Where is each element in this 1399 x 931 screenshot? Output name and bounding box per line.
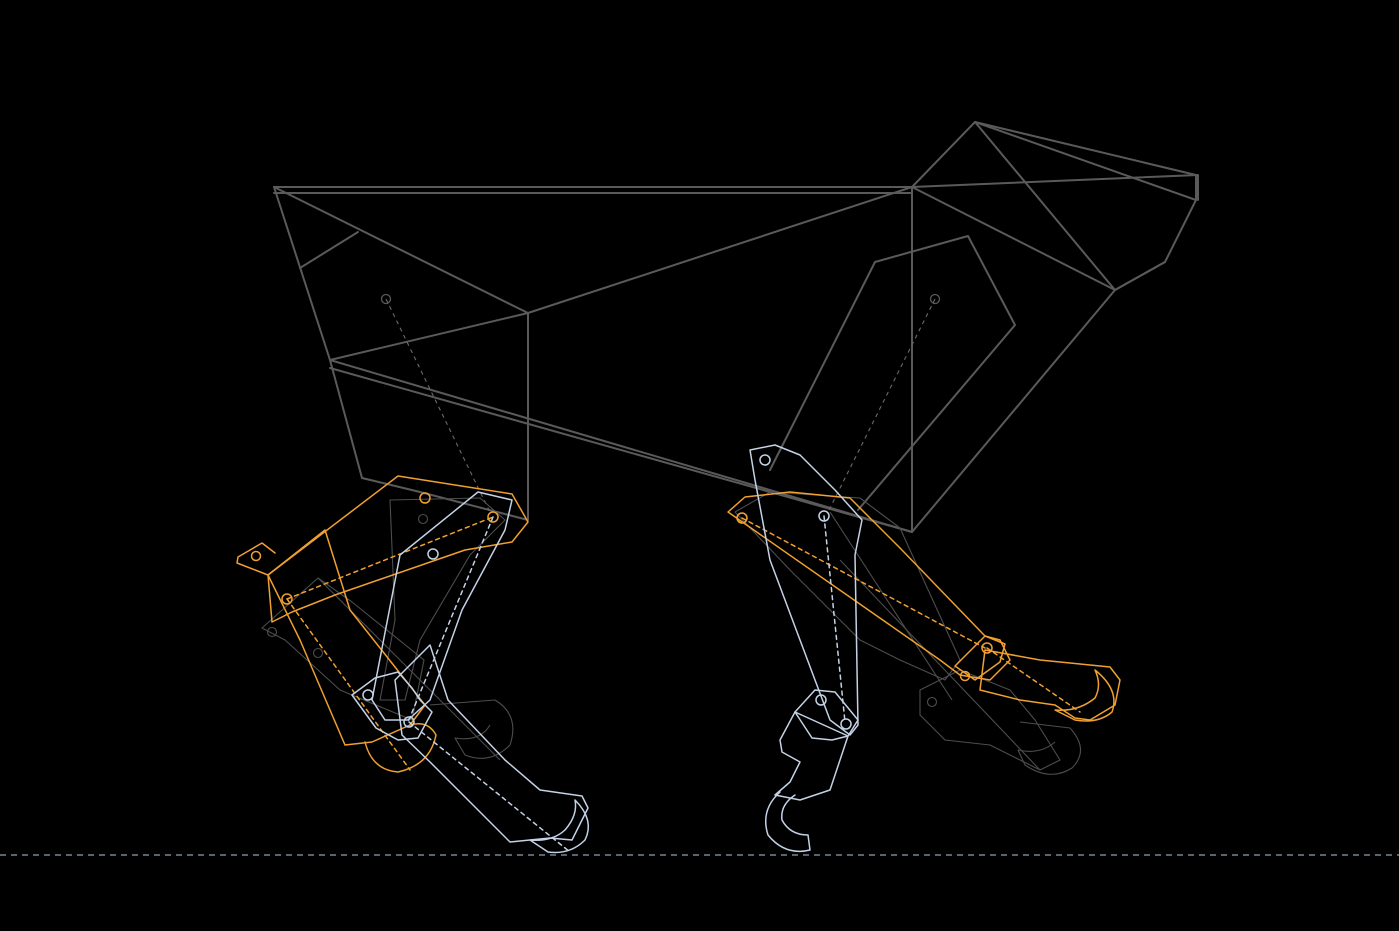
- blue-rear-shin-dash: [408, 721, 571, 853]
- blue-front-knee-joint: [815, 694, 827, 706]
- orange-legs: [236, 475, 1121, 773]
- hip-dash-lines: [385, 298, 936, 513]
- blue-rear-ankle-joint: [403, 716, 415, 728]
- rear-hip-dash: [385, 298, 491, 513]
- blue-front-thigh: [749, 444, 863, 736]
- rear-hip-joint: [380, 293, 392, 305]
- front-hip-joint: [929, 293, 941, 305]
- orange-rear-bracket-joint: [250, 550, 262, 562]
- orange-front-shin-dash: [986, 647, 1081, 713]
- orange-rear-knee-joint: [487, 511, 499, 523]
- ghost-rear-mid-joint: [312, 647, 324, 659]
- blue-front-hip-joint: [759, 454, 771, 466]
- head-lower-edge: [911, 186, 1166, 291]
- orange-front-knee-joint: [981, 642, 993, 654]
- front-hip-outline: [769, 235, 1016, 511]
- body-belly-diagonal: [329, 312, 529, 361]
- ghost-rear-upper-joint: [417, 513, 429, 525]
- ghost-front-brace: [829, 511, 953, 701]
- orange-rear-thigh: [267, 475, 529, 623]
- orange-rear-foot: [364, 723, 437, 773]
- blue-front-mid-joint: [818, 510, 830, 522]
- blue-front-shin-bracket: [794, 689, 859, 741]
- ghost-rear-thigh: [261, 577, 425, 721]
- ghost-front-shin: [919, 669, 1061, 771]
- orange-rear-upper-joint: [419, 492, 431, 504]
- ghost-front-foot: [1017, 721, 1082, 775]
- hip-joints: [380, 293, 941, 305]
- blue-legs: [351, 444, 863, 854]
- ghost-front-ankle-joint: [926, 696, 938, 708]
- robot-body: [273, 121, 1199, 533]
- blue-front-ankle-joint: [840, 718, 852, 730]
- ghost-rear-shin: [379, 497, 506, 701]
- orange-rear-shin-dash: [286, 598, 411, 771]
- blue-rear-knee-joint: [362, 689, 374, 701]
- orange-front-hip-joint: [736, 512, 748, 524]
- head-upper-edge: [911, 174, 1199, 201]
- orange-front-lower-joint: [959, 670, 971, 682]
- blue-rear-thigh-dash: [407, 516, 494, 723]
- ghost-legs: [261, 491, 1082, 775]
- body-diagonal-main: [527, 186, 913, 314]
- blue-rear-thigh: [371, 491, 513, 721]
- blue-rear-foot: [529, 799, 590, 854]
- ghost-front-thigh: [734, 491, 961, 681]
- orange-front-shin: [979, 649, 1121, 721]
- orange-rear-shin: [267, 529, 426, 746]
- blue-front-thigh-dash: [823, 515, 846, 723]
- blue-front-shin: [774, 711, 849, 801]
- ghost-rear-foot: [429, 699, 514, 759]
- body-diagonal-front: [273, 186, 529, 314]
- blue-rear-shin-bracket: [351, 671, 433, 741]
- orange-rear-thigh-dash: [286, 516, 494, 600]
- body-rear-brace: [299, 231, 359, 269]
- orange-front-foot: [1054, 669, 1115, 722]
- orange-rear-thigh-bracket: [236, 542, 276, 576]
- ghost-rear-link: [317, 577, 501, 761]
- body-outline: [273, 121, 1197, 533]
- head-top-edge: [974, 121, 1197, 201]
- blue-rear-upper-joint: [427, 548, 439, 560]
- body-belly-edge: [329, 367, 913, 533]
- orange-front-thigh: [727, 491, 1011, 681]
- front-hip-dash: [827, 298, 936, 513]
- rear-hip-outline: [329, 359, 529, 521]
- ghost-front-link: [839, 559, 1041, 771]
- orange-rear-hip-joint: [281, 593, 293, 605]
- blue-front-foot: [765, 791, 811, 853]
- blue-rear-shin: [394, 644, 589, 843]
- head-diagonal: [974, 121, 1116, 291]
- orange-front-thigh-dash: [741, 517, 986, 649]
- ghost-rear-knee-joint: [266, 626, 278, 638]
